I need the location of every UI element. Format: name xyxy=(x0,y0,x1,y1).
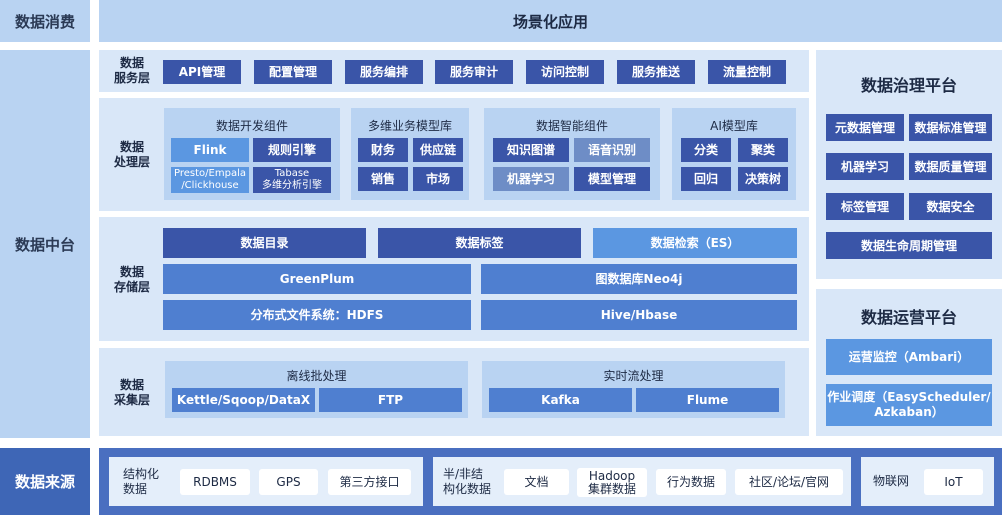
hive-hbase-box[interactable]: Hive/Hbase xyxy=(481,300,797,330)
collect-layer-label: 数据 采集层 xyxy=(113,378,150,407)
tag-mgmt-box[interactable]: 标签管理 xyxy=(826,193,904,220)
biz-model-panel: 多维业务模型库 财务 供应链 销售 市场 xyxy=(351,108,469,200)
processing-layer-label: 数据 处理层 xyxy=(113,140,150,169)
supply-chain-box[interactable]: 供应链 xyxy=(413,138,463,162)
ai-model-title: AI模型库 xyxy=(710,119,758,133)
regression-box[interactable]: 回归 xyxy=(681,167,731,191)
realtime-stream-title: 实时流处理 xyxy=(603,369,664,383)
ai-model-panel: AI模型库 分类 聚类 回归 决策树 xyxy=(672,108,796,200)
governance-title: 数据治理平台 xyxy=(860,76,957,95)
finance-box[interactable]: 财务 xyxy=(358,138,408,162)
smart-components-title: 数据智能组件 xyxy=(535,119,608,133)
sales-box[interactable]: 销售 xyxy=(358,167,408,191)
realtime-stream-panel: 实时流处理 Kafka Flume xyxy=(482,361,785,418)
machine-learning-box[interactable]: 机器学习 xyxy=(493,167,569,191)
flink-box[interactable]: Flink xyxy=(171,138,249,162)
service-item-config[interactable]: 配置管理 xyxy=(254,60,332,84)
service-item-push[interactable]: 服务推送 xyxy=(617,60,695,84)
rule-engine-box[interactable]: 规则引擎 xyxy=(253,138,331,162)
iot-group: 物联网 IoT xyxy=(861,457,994,506)
service-layer: 数据 服务层 API管理 配置管理 服务编排 服务审计 访问控制 服务推送 流量… xyxy=(99,50,809,92)
consume-label: 数据消费 xyxy=(0,0,90,42)
iot-box[interactable]: IoT xyxy=(924,469,983,495)
data-search-box[interactable]: 数据检索（ES） xyxy=(593,228,797,258)
classification-box[interactable]: 分类 xyxy=(681,138,731,162)
data-tag-box[interactable]: 数据标签 xyxy=(378,228,581,258)
scenario-app-title: 场景化应用 xyxy=(99,0,1002,42)
source-label: 数据来源 xyxy=(0,448,90,515)
behavior-data-box[interactable]: 行为数据 xyxy=(656,469,726,495)
rdbms-box[interactable]: RDBMS xyxy=(180,469,250,495)
dev-components-panel: 数据开发组件 Flink 规则引擎 Presto/Empala /Clickho… xyxy=(164,108,340,200)
clustering-box[interactable]: 聚类 xyxy=(738,138,788,162)
decision-tree-box[interactable]: 决策树 xyxy=(738,167,788,191)
storage-layer-label: 数据 存储层 xyxy=(113,265,150,294)
processing-layer: 数据 处理层 数据开发组件 Flink 规则引擎 Presto/Empala /… xyxy=(99,98,809,211)
biz-model-title: 多维业务模型库 xyxy=(367,119,452,133)
service-item-audit[interactable]: 服务审计 xyxy=(435,60,513,84)
semi-structured-group: 半/非结 构化数据 文档 Hadoop 集群数据 行为数据 社区/论坛/官网 xyxy=(433,457,851,506)
ftp-box[interactable]: FTP xyxy=(319,388,462,412)
gov-machine-learning-box[interactable]: 机器学习 xyxy=(826,153,904,180)
collect-layer: 数据 采集层 离线批处理 Kettle/Sqoop/DataX FTP 实时流处… xyxy=(99,348,809,436)
lifecycle-mgmt-box[interactable]: 数据生命周期管理 xyxy=(826,232,992,259)
flume-box[interactable]: Flume xyxy=(636,388,779,412)
storage-layer: 数据 存储层 数据目录 数据标签 数据检索（ES） GreenPlum 图数据库… xyxy=(99,217,809,341)
presto-box[interactable]: Presto/Empala /Clickhouse xyxy=(171,167,249,193)
iot-label: 物联网 xyxy=(873,474,910,488)
dev-components-title: 数据开发组件 xyxy=(215,119,288,133)
smart-components-panel: 数据智能组件 知识图谱 语音识别 机器学习 模型管理 xyxy=(484,108,660,200)
offline-batch-panel: 离线批处理 Kettle/Sqoop/DataX FTP xyxy=(165,361,468,418)
kafka-box[interactable]: Kafka xyxy=(489,388,632,412)
service-item-api[interactable]: API管理 xyxy=(163,60,241,84)
structured-group: 结构化 数据 RDBMS GPS 第三方接口 xyxy=(109,457,423,506)
data-security-box[interactable]: 数据安全 xyxy=(909,193,992,220)
semi-structured-label: 半/非结 构化数据 xyxy=(443,467,492,496)
ops-monitor-box[interactable]: 运营监控（Ambari） xyxy=(826,339,992,375)
neo4j-box[interactable]: 图数据库Neo4j xyxy=(481,264,797,294)
job-scheduler-box[interactable]: 作业调度（EasyScheduler/ Azkaban） xyxy=(826,384,992,426)
tabase-box[interactable]: Tabase 多维分析引擎 xyxy=(253,167,331,193)
metadata-mgmt-box[interactable]: 元数据管理 xyxy=(826,114,904,141)
operations-platform: 数据运营平台 运营监控（Ambari） 作业调度（EasyScheduler/ … xyxy=(816,289,1002,436)
data-catalog-box[interactable]: 数据目录 xyxy=(163,228,366,258)
data-standard-box[interactable]: 数据标准管理 xyxy=(909,114,992,141)
market-box[interactable]: 市场 xyxy=(413,167,463,191)
offline-batch-title: 离线批处理 xyxy=(286,369,347,383)
service-layer-label: 数据 服务层 xyxy=(113,56,150,85)
service-item-flow[interactable]: 流量控制 xyxy=(708,60,786,84)
hdfs-box[interactable]: 分布式文件系统：HDFS xyxy=(163,300,471,330)
data-quality-box[interactable]: 数据质量管理 xyxy=(909,153,992,180)
gps-box[interactable]: GPS xyxy=(259,469,318,495)
hadoop-cluster-box[interactable]: Hadoop 集群数据 xyxy=(577,468,647,497)
document-box[interactable]: 文档 xyxy=(504,469,569,495)
operations-title: 数据运营平台 xyxy=(860,308,957,327)
knowledge-graph-box[interactable]: 知识图谱 xyxy=(493,138,569,162)
greenplum-box[interactable]: GreenPlum xyxy=(163,264,471,294)
community-box[interactable]: 社区/论坛/官网 xyxy=(735,469,843,495)
governance-platform: 数据治理平台 元数据管理 数据标准管理 机器学习 数据质量管理 标签管理 数据安… xyxy=(816,50,1002,279)
speech-recognition-box[interactable]: 语音识别 xyxy=(574,138,650,162)
third-party-api-box[interactable]: 第三方接口 xyxy=(328,469,411,495)
platform-label: 数据中台 xyxy=(0,50,90,438)
model-management-box[interactable]: 模型管理 xyxy=(574,167,650,191)
kettle-box[interactable]: Kettle/Sqoop/DataX xyxy=(172,388,315,412)
sources-band: 结构化 数据 RDBMS GPS 第三方接口 半/非结 构化数据 文档 Hado… xyxy=(99,448,1002,515)
service-item-orchestration[interactable]: 服务编排 xyxy=(345,60,423,84)
service-item-access[interactable]: 访问控制 xyxy=(526,60,604,84)
structured-label: 结构化 数据 xyxy=(123,467,160,496)
